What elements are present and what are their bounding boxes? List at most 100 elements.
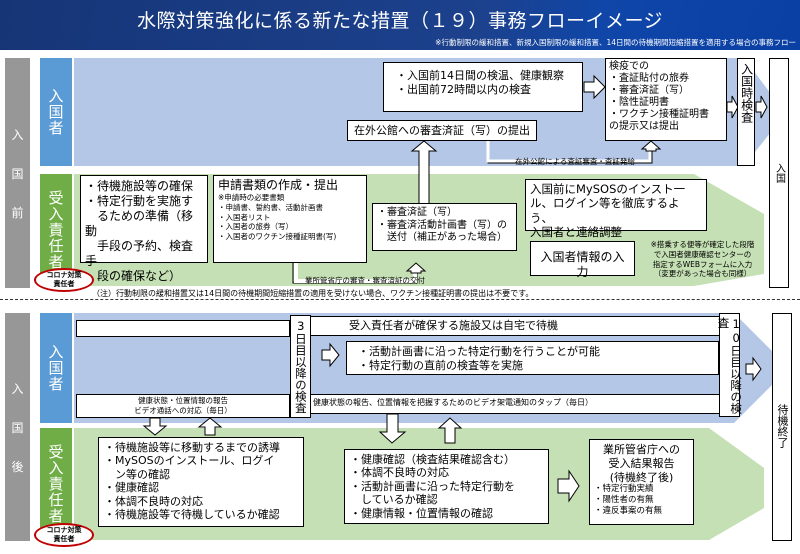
note-line: （変更があった場合も同様） [653, 269, 752, 279]
support-line: ・健康確認 [104, 481, 159, 495]
send-line: 送付（補正があった場合） [377, 232, 507, 243]
report-item: ・陽性者の有無 [594, 495, 654, 506]
entrant-info-box: 入国者情報の入力 [530, 241, 635, 279]
support-line: ・体調不良時の対応 [104, 494, 203, 508]
phase-char: 国 [11, 420, 24, 435]
page-title: 水際対策強化に係る新たな措置（１９）事務フローイメージ [136, 10, 664, 32]
arrow-right-icon [726, 95, 739, 119]
pre-departure-check-box: ・入国前14日間の検温、健康観察 ・出国前72時間以内の検査 [383, 62, 583, 112]
arrow-right-icon [321, 342, 340, 368]
quarantine-box: 検疫での ・査証貼付の旅券 ・審査済証（写） ・陰性証明書 ・ワクチン接種証明書… [605, 58, 727, 141]
prep-line: ・待機施設等の確保 [85, 179, 194, 193]
wait-banner: 受入責任者が確保する施設又は自宅で待機 [310, 316, 720, 336]
activity-line: ・活動計画書に沿った特定行動を行うことが可能 [358, 345, 600, 358]
report-item: ・特定行動実績 [594, 484, 654, 495]
application-item: ・入国者のワクチン接種証明書(写) [218, 232, 337, 241]
pre-check-line: ・入国前14日間の検温、健康観察 [396, 69, 564, 82]
entrant-info-note: ※搭乗する便等が確定した段階 で入国者健康確認センターの 指定するWEBフォーム… [636, 240, 769, 279]
arrow-up-icon [437, 417, 463, 444]
entry-box: 入国 [769, 58, 789, 288]
application-title: 申請書類の作成・提出 [218, 178, 339, 192]
arrow-down-icon [142, 417, 168, 436]
embassy-visa-connector [486, 140, 662, 164]
entry-inspection-box: 入国時検査 [737, 58, 755, 166]
certificate-send-box: ・審査済証（写） ・審査済活動計画書（写）の 送付（補正があった場合） [372, 203, 517, 251]
check-line: ・健康確認（検査結果確認含む） [350, 453, 515, 466]
send-line: ・審査済活動計画書（写）の [377, 219, 507, 231]
corona-officer-badge: コロナ対策責任者 [34, 523, 94, 547]
corona-officer-badge: コロナ対策責任者 [34, 268, 94, 292]
quarantine-item: ・審査済証（写） [609, 85, 689, 96]
prep-line: ・特定行動を実施す [85, 194, 194, 208]
phase-char: 入 [11, 381, 24, 396]
send-line: ・審査済証（写） [377, 207, 457, 218]
arrow-down-icon [378, 413, 407, 444]
oval-label-line2: 責任者 [53, 280, 75, 288]
quarantine-item: ・陰性証明書 [609, 97, 669, 108]
role-host-before: 受入責任者 [40, 174, 72, 286]
report-title-line: 受入結果報告 [608, 456, 675, 470]
phase-before-entry: 入 国 前 [5, 58, 30, 288]
role-entrant-before: 入国者 [40, 58, 72, 166]
result-report-box: 業所管省庁への 受入結果報告 (待機終了後) ・特定行動実績 ・陽性者の有無 ・… [589, 439, 694, 525]
note-line: で入国者健康確認センターの [653, 249, 752, 259]
activity-line: ・特定行動の直前の検査等を実施 [358, 358, 523, 372]
application-item: ・入国者リスト [218, 212, 271, 222]
embassy-visa-label: 在外公館による査証審査・査証発給 [515, 157, 635, 166]
report-line: ビデオ通話への対応（毎日） [134, 405, 232, 415]
report-title-line: (待機終了後) [609, 470, 674, 484]
prep-line: るための準備（移動 [85, 209, 194, 238]
footnote: （注）行動制限の緩和措置又は14日間の待機期間短縮措置の適用を受けない場合、ワク… [92, 289, 534, 298]
application-item: ・入国者の旅券（写） [218, 222, 293, 232]
phase-char: 後 [11, 459, 24, 474]
activity-box: ・活動計画書に沿った特定行動を行うことが可能 ・特定行動の直前の検査等を実施 [346, 341, 719, 375]
note-line: 指定するWEBフォームに入力 [652, 259, 753, 269]
check-line: しているか確認 [350, 493, 438, 507]
report-line: 健康状態・位置情報の報告 [138, 396, 228, 405]
phase-after-entry: 入 国 後 [5, 313, 30, 541]
application-box: 申請書類の作成・提出 ※申請時の必要書類 ・申請書、誓約書、活動計画書 ・入国者… [213, 175, 367, 263]
application-item: ・申請書、誓約書、活動計画書 [218, 202, 323, 212]
page-subtitle: ※行動制限の緩和措置、新規入国制限の緩和措置、14日間の待機期間短縮措置を適用す… [435, 38, 796, 47]
facility-prep-box: ・待機施設等の確保 ・特定行動を実施す るための準備（移動 手段の予約、検査手 … [80, 175, 208, 283]
ministry-review-label: 業所管省庁の審査・審査済証の交付 [305, 276, 425, 285]
support-line: ン等の確認 [104, 467, 170, 481]
quarantine-title: 検疫での [609, 61, 649, 72]
role-host-after: 受入責任者 [40, 428, 72, 540]
day3-test-box: 3日目以降の検査 [290, 315, 311, 418]
support-line: ・待機施設等で待機しているか確認 [104, 508, 280, 522]
daily-report-box: 健康状態・位置情報の報告 ビデオ通話への対応（毎日） [76, 394, 290, 418]
mysos-line: ル、ログイン等を徹底するよう、 [530, 196, 680, 225]
arrow-right-icon [583, 74, 606, 100]
phase-char: 入 [11, 127, 24, 142]
support-line: ・待機施設等に移動するまでの誘導 [104, 441, 280, 454]
embassy-submission-box: 在外公館への審査済証（写）の提出 [347, 120, 537, 141]
day10-test-box: 10日目以降の検査 [717, 313, 743, 417]
phase-char: 国 [11, 166, 24, 181]
report-item: ・違反事案の有無 [594, 506, 663, 517]
phase-char: 前 [11, 205, 24, 220]
mysos-line: 入国前にMySOSのインスト一 [530, 182, 686, 196]
check-line: ・活動計画書に沿った特定行動を [350, 479, 515, 493]
quarantine-footer: の提示又は提出 [609, 121, 679, 132]
mysos-line: 入国者と連絡調整 [530, 225, 622, 240]
prep-line: 手段の予約、検査手 [85, 239, 194, 268]
wait-end-box: 待機終了 [772, 313, 792, 541]
oval-label-line1: コロナ対策 [46, 526, 82, 535]
quarantine-item: ・ワクチン接種証明書 [609, 109, 709, 120]
phase-divider [0, 299, 800, 300]
prep-line: 段の確保など） [85, 269, 182, 283]
role-entrant-after: 入国者 [40, 313, 72, 423]
wait-banner-left [76, 320, 290, 337]
arrow-right-icon [745, 356, 762, 382]
oval-label-line1: コロナ対策 [46, 271, 82, 280]
quarantine-item: ・査証貼付の旅券 [609, 73, 689, 84]
application-note: ※申請時の必要書類 [218, 193, 285, 202]
pre-check-line: ・出国前72時間以内の検査 [396, 82, 531, 96]
check-line: ・健康情報・位置情報の確認 [350, 506, 493, 520]
oval-label-line2: 責任者 [53, 535, 75, 543]
note-line: ※搭乗する便等が確定した段階 [650, 240, 755, 249]
health-check-box: ・健康確認（検査結果確認含む） ・体調不良時の対応 ・活動計画書に沿った特定行動… [344, 449, 549, 524]
video-call-report-box: 健康状態の報告、位置情報を把握するためのビデオ架電通知のタップ（毎日） [310, 394, 720, 414]
ministry-review-connector [292, 262, 427, 284]
